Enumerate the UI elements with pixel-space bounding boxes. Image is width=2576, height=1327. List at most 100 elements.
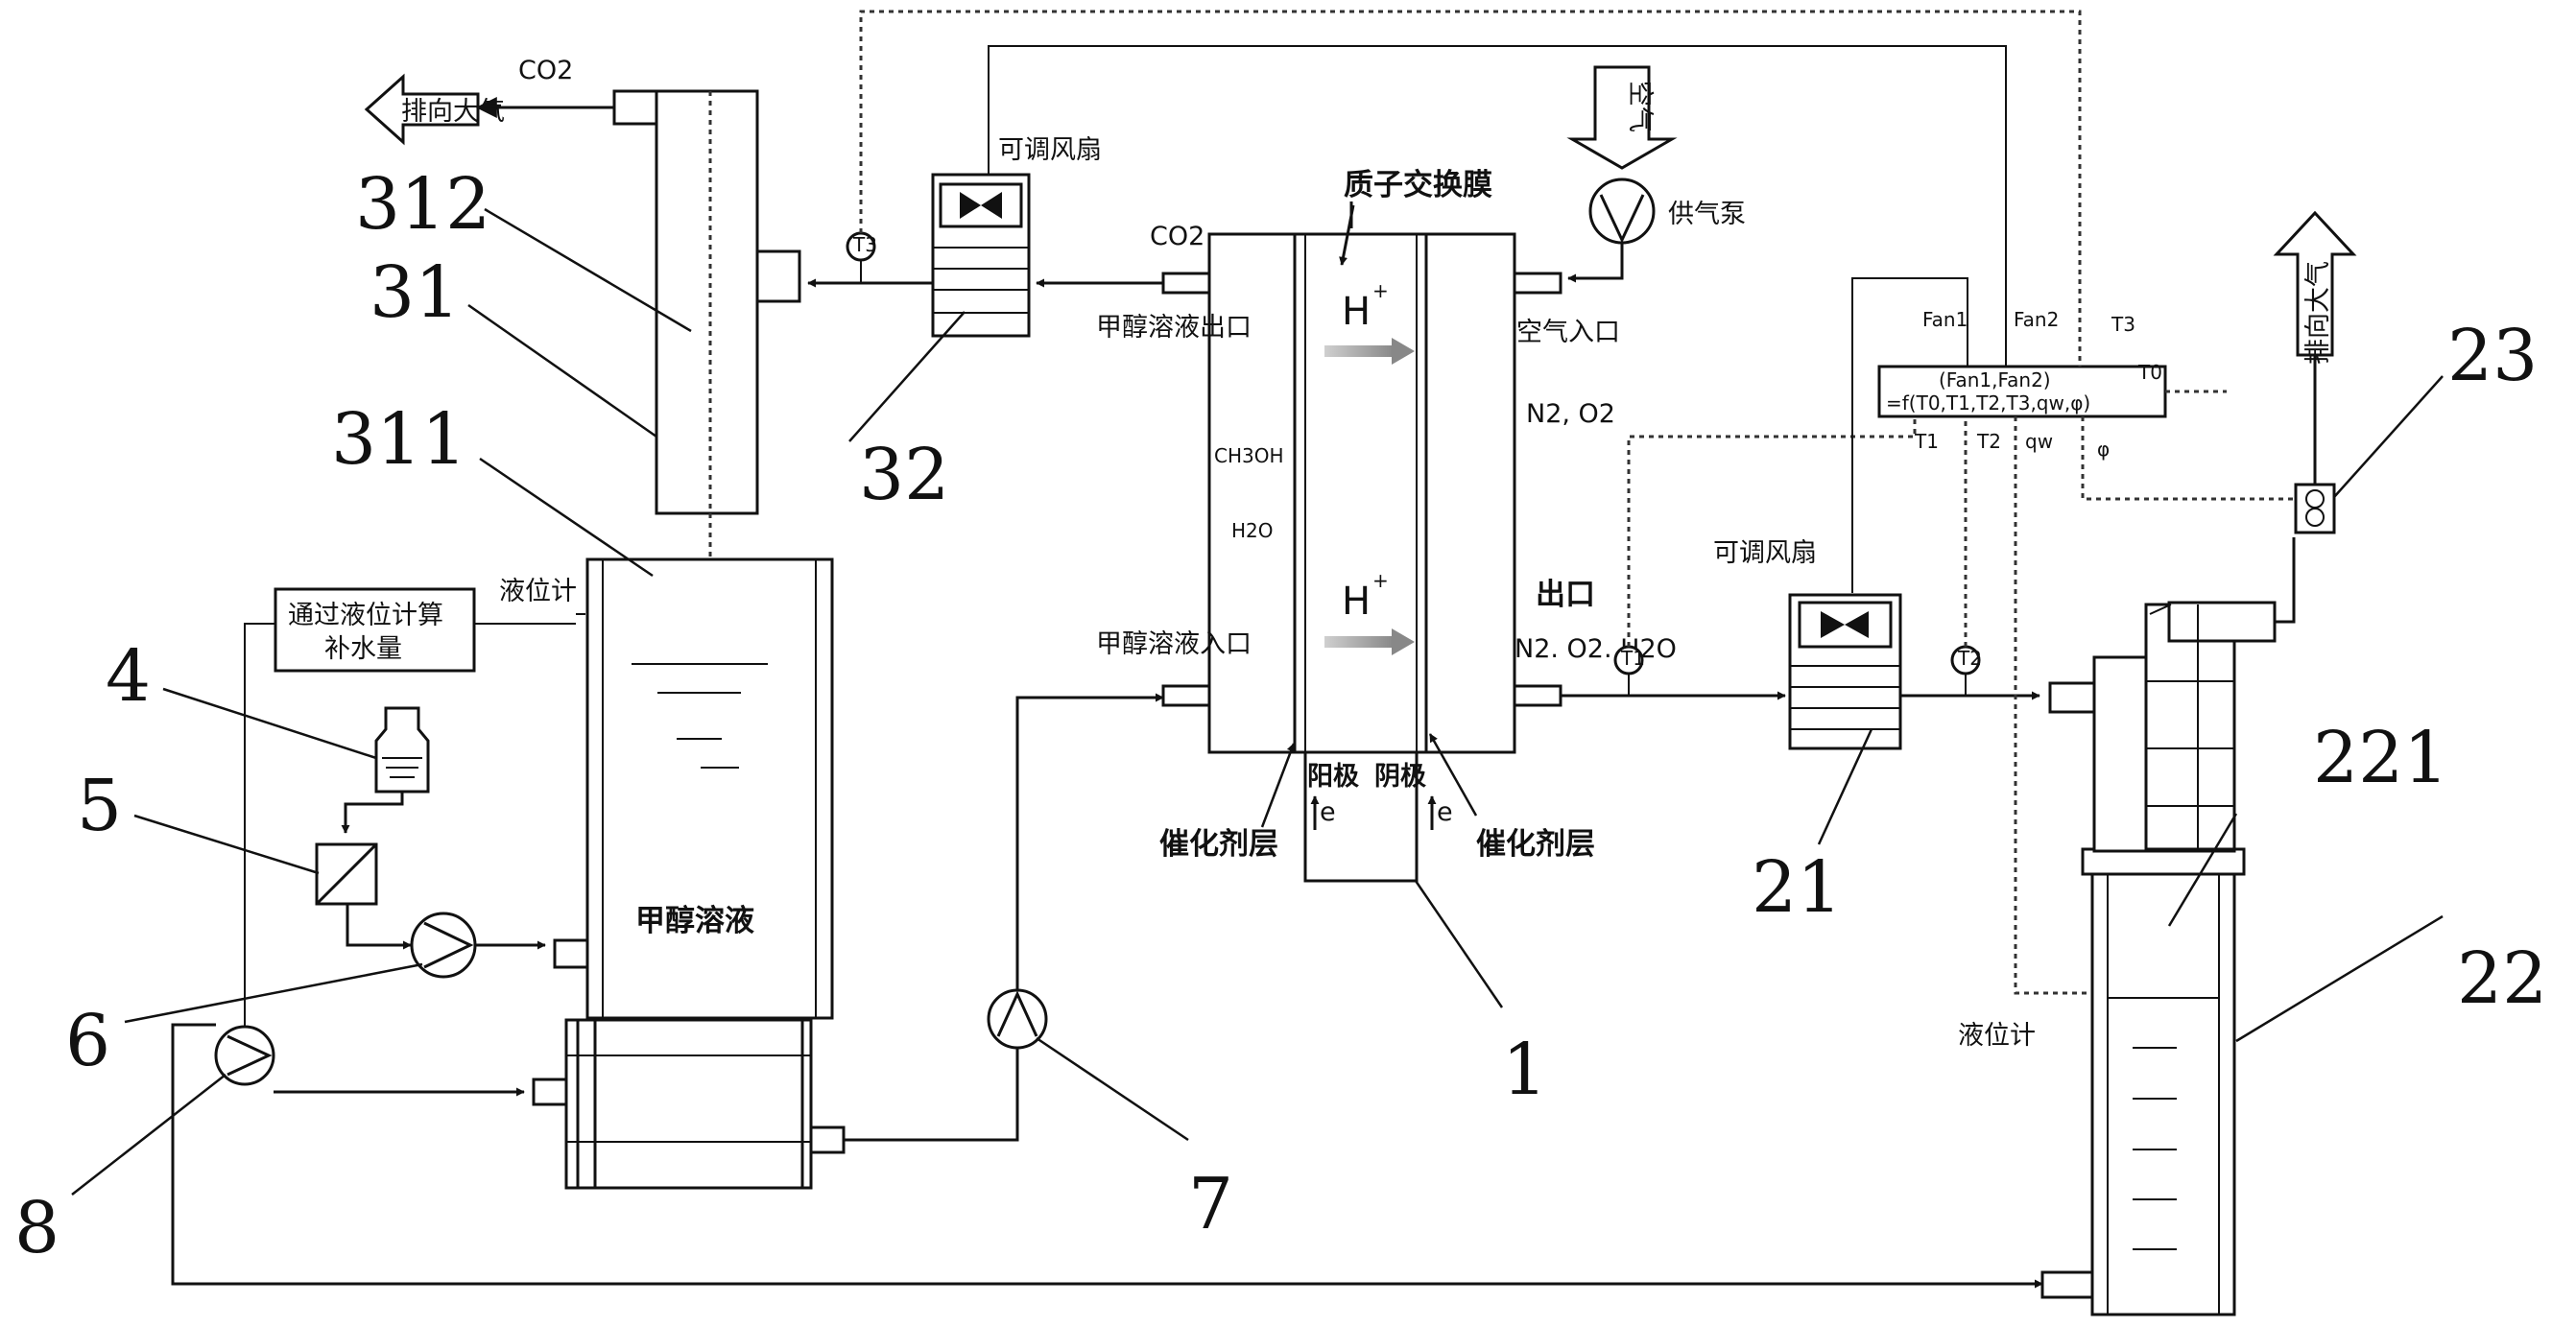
phi-signal-line [2081,416,2296,501]
tank-base-heat-exchanger [532,1018,846,1190]
catalyst-right-leader [1428,733,1478,817]
qw-signal-line [2014,416,2092,995]
label-312: 312 [355,163,490,246]
fuel-cell-stack: CH3OH H2O [1161,232,1562,796]
methanol-tank: 甲醇溶液 [553,557,834,1020]
proton-arrow-lower: H + [1324,569,1415,655]
n2o2h2o-label: N2. O2. H2O [1515,634,1677,664]
filter-to-pump6-line [346,904,412,950]
outlet-label: 出口 [1536,578,1595,612]
calc-to-pump8-line [244,623,275,1027]
leader-8 [71,1074,227,1196]
label-311: 311 [331,398,466,481]
fan1-label: Fan1 [1922,308,1968,331]
label-5: 5 [77,765,122,847]
co2-outlet-label: CO2 [1150,222,1205,251]
co2-top-label: CO2 [518,56,573,85]
leader-312 [484,207,692,333]
leader-32 [848,311,966,442]
water-bottle [374,706,430,794]
leader-31 [467,303,657,438]
leader-21 [1817,728,1873,845]
label-4: 4 [106,635,151,718]
temperature-sensor-t3: T3 [846,231,877,283]
leader-6 [124,962,423,1024]
label-6: 6 [65,1000,110,1082]
label-21: 21 [1752,846,1842,929]
svg-text:T3: T3 [852,233,877,256]
pump-to-stack-air-line [1567,243,1624,283]
fan-21-label: 可调风扇 [1713,538,1817,568]
water-calc-box: 通过液位计算 补水量 [274,587,476,673]
water-pump [410,912,477,979]
air-inlet-arrow: 空气 [1566,65,1678,170]
formula-line2: =f(T0,T1,T2,T3,qw,φ) [1886,391,2090,415]
exhaust-left-arrow [364,73,480,146]
water-calc-line1: 通过液位计算 [288,601,443,630]
exhaust-right-arrow: 排向大气 [2273,210,2357,365]
supply-pump-label: 供气泵 [1668,200,1746,229]
label-1: 1 [1502,1029,1547,1111]
h-plus-upper: H [1342,290,1371,334]
leader-23 [2333,375,2444,498]
filter [315,842,378,906]
h-plus-lower: H [1342,580,1371,624]
label-221: 221 [2313,717,2448,799]
label-23: 23 [2447,315,2538,397]
label-32: 32 [859,434,949,516]
air-label: 空气 [1625,81,1655,132]
methanol-outlet-label: 甲醇溶液出口 [1096,313,1252,343]
adjustable-fan-32 [931,173,1031,338]
temperature-sensor-t2: T2 [1950,645,1982,696]
temperature-sensor-t1: T1 [1613,645,1645,696]
water-calc-line2: 补水量 [324,634,402,664]
svg-text:T1: T1 [1620,647,1645,670]
phi-label: φ [2097,438,2110,461]
exhaust-right-label: 排向大气 [2303,261,2333,365]
formula-line1: (Fan1,Fan2) [1939,368,2051,391]
catalyst-right-label: 催化剂层 [1476,827,1595,862]
label-31: 31 [370,251,460,334]
leader-1 [1414,880,1504,1008]
proton-arrow-upper: H + [1324,279,1415,365]
electron-right: e [1437,797,1453,827]
methanol-inlet-label: 甲醇溶液入口 [1096,629,1252,659]
water-tank-22 [2040,847,2246,1316]
circulation-pump-8 [214,1025,275,1086]
pem-arrow [1339,204,1355,266]
label-22: 22 [2457,937,2547,1020]
pump7-to-stack-line [1015,693,1164,990]
adjustable-fan-21 [1788,593,1902,750]
svg-text:+: + [1372,279,1389,302]
gas-liquid-separator-221 [2048,601,2277,853]
separator-column [612,89,801,595]
leader-4 [162,687,377,760]
h2o-label: H2O [1231,519,1274,542]
supply-pump [1588,178,1656,245]
leader-22 [2235,914,2444,1043]
separator-to-flowmeter-line [2275,537,2296,624]
fan-controller-box: (Fan1,Fan2) =f(T0,T1,T2,T3,qw,φ) [1877,365,2167,418]
label-7: 7 [1188,1163,1233,1245]
leader-5 [133,814,320,875]
bottle-to-filter-line [341,792,404,834]
svg-text:T2: T2 [1957,647,1982,670]
catalyst-left-leader [1260,743,1296,828]
ch3oh-label: CH3OH [1214,444,1284,467]
qw-label: qw [2025,430,2053,453]
n2o2-label: N2, O2 [1526,399,1615,429]
level-gauge-right-label: 液位计 [1958,1021,2036,1051]
base-to-pump7-line [844,1048,1019,1142]
t2-ctrl-label: T2 [1976,430,2001,453]
leader-7 [1036,1036,1189,1142]
electron-left: e [1320,797,1336,827]
exhaust-left-label: 排向大气 [401,97,505,127]
air-inlet-label: 空气入口 [1516,318,1620,347]
fan1-control-line [1851,277,1968,593]
label-8: 8 [14,1187,60,1269]
fan-32-label: 可调风扇 [998,135,1102,165]
return-line-from-tank22 [171,1023,1867,1286]
humidity-meter-23 [2294,483,2336,534]
methanol-solution-label: 甲醇溶液 [635,904,754,938]
anode-label: 阳极 [1307,762,1359,792]
